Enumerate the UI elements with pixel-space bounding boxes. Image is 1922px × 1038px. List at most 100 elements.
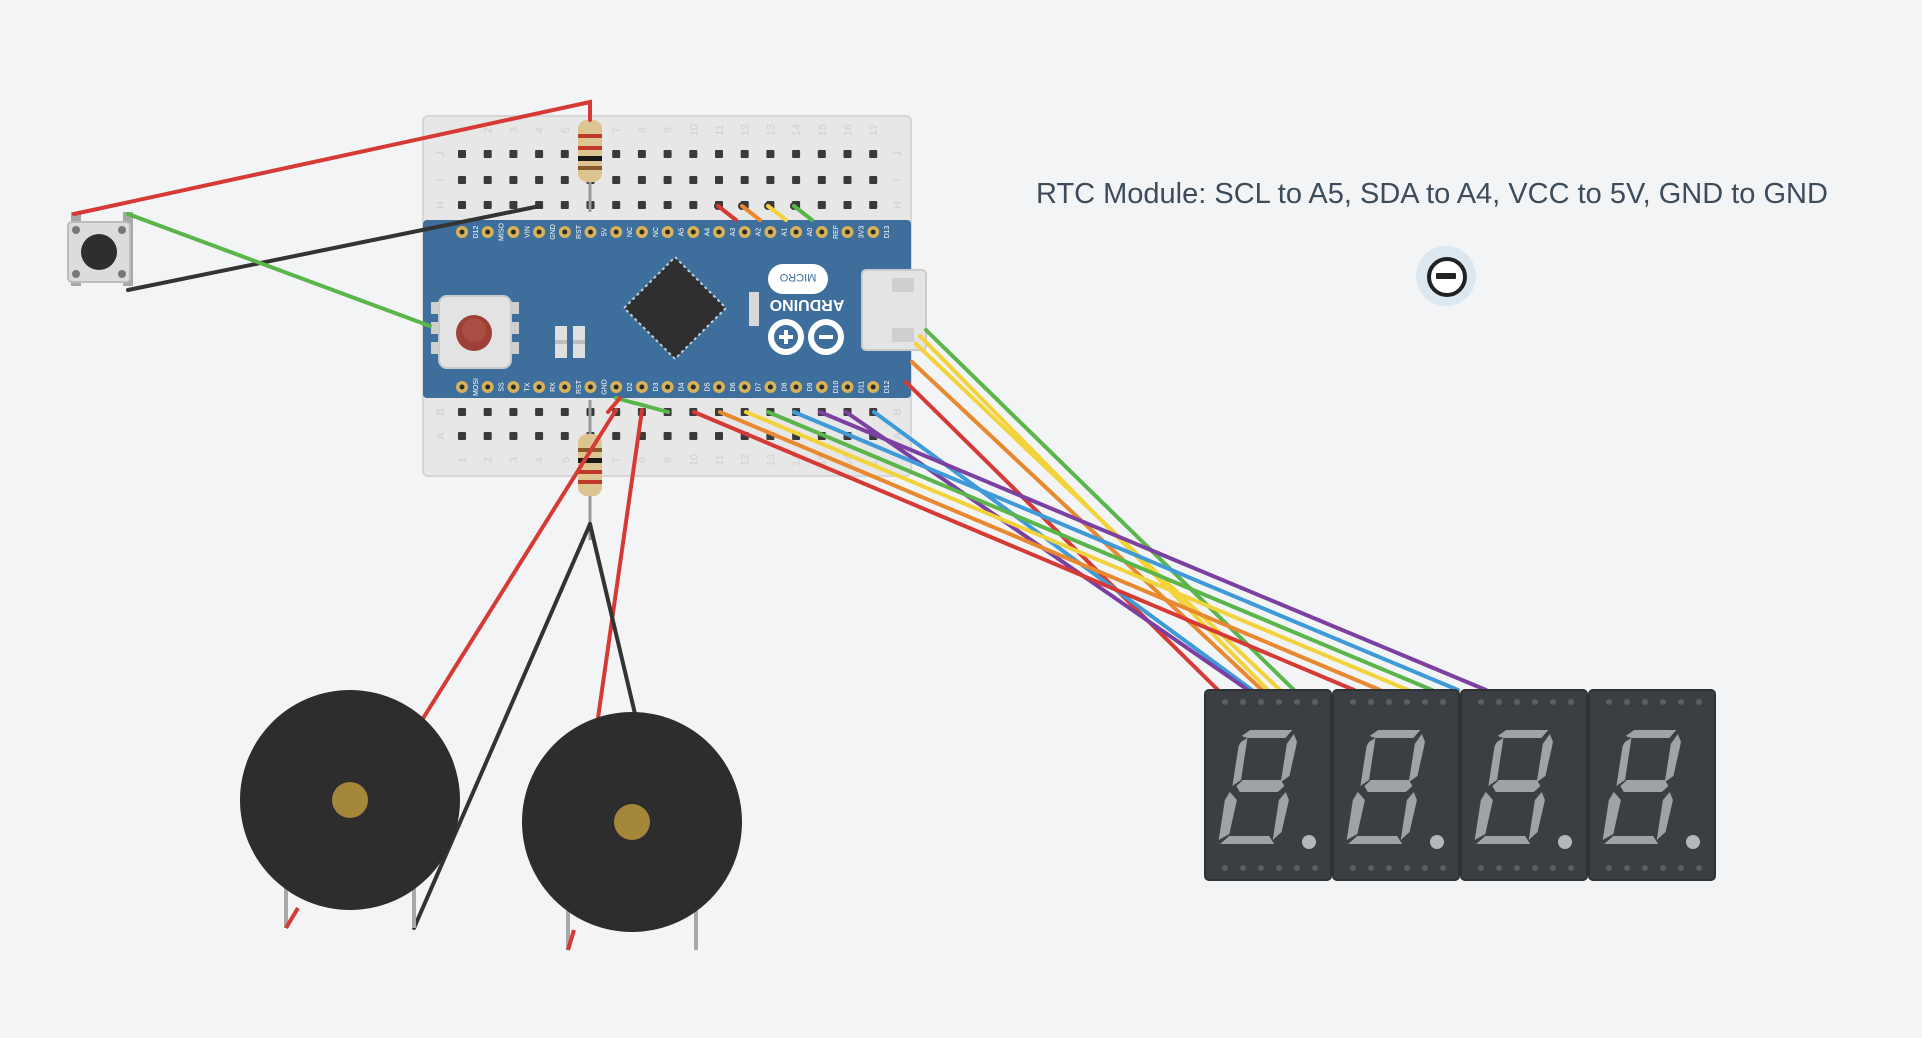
breadboard-hole[interactable] xyxy=(663,201,672,209)
breadboard-hole[interactable] xyxy=(715,432,723,440)
column-number-top: 3 xyxy=(508,127,520,133)
wire-red-buzzer1[interactable] xyxy=(420,408,618,722)
breadboard-hole[interactable] xyxy=(663,150,672,158)
wire-yellow-ref[interactable] xyxy=(766,204,788,222)
breadboard-hole[interactable] xyxy=(458,408,466,416)
breadboard-hole[interactable] xyxy=(817,176,826,184)
breadboard-hole[interactable] xyxy=(483,408,492,416)
breadboard-hole[interactable] xyxy=(766,176,775,184)
breadboard-hole[interactable] xyxy=(560,408,569,416)
breadboard-hole[interactable] xyxy=(843,201,852,209)
minus-circle-icon[interactable] xyxy=(1416,246,1476,306)
breadboard-hole[interactable] xyxy=(689,176,698,184)
wire-orange-a0[interactable] xyxy=(740,204,762,222)
bottom-pin-label: D8 xyxy=(781,382,788,391)
breadboard-hole[interactable] xyxy=(663,432,672,440)
pin-hole xyxy=(716,229,722,235)
breadboard-hole[interactable] xyxy=(715,150,723,158)
breadboard-hole[interactable] xyxy=(483,176,492,184)
wire-orange-seg2[interactable] xyxy=(718,410,1382,692)
breadboard-hole[interactable] xyxy=(792,150,801,158)
breadboard-hole[interactable] xyxy=(869,201,878,209)
breadboard-hole[interactable] xyxy=(509,432,518,440)
wire-blue-seg2[interactable] xyxy=(792,410,1460,692)
breadboard-hole[interactable] xyxy=(483,432,492,440)
piezo-buzzer-1[interactable] xyxy=(240,690,460,930)
wire-blue-seg1[interactable] xyxy=(872,410,1254,692)
breadboard-hole[interactable] xyxy=(458,201,466,209)
reset-button[interactable] xyxy=(431,295,519,369)
breadboard-hole[interactable] xyxy=(843,176,852,184)
breadboard-hole[interactable] xyxy=(663,176,672,184)
breadboard-hole[interactable] xyxy=(792,176,801,184)
wire-yellow-seg2[interactable] xyxy=(918,334,1270,692)
wire-yellow-seg3[interactable] xyxy=(744,410,1410,692)
pin-hole xyxy=(665,229,671,235)
wire-orange-seg1[interactable] xyxy=(910,360,1264,692)
breadboard-hole[interactable] xyxy=(509,201,518,209)
breadboard-hole[interactable] xyxy=(637,201,646,209)
column-number-top: 17 xyxy=(868,124,880,136)
breadboard-hole[interactable] xyxy=(612,150,621,158)
breadboard-hole[interactable] xyxy=(817,201,826,209)
wire-green-d3[interactable] xyxy=(614,396,670,414)
decimal-point xyxy=(1558,835,1572,849)
bottom-pin-label: D2 xyxy=(627,382,634,391)
breadboard-hole[interactable] xyxy=(637,176,646,184)
breadboard-hole[interactable] xyxy=(458,150,466,158)
pushbutton[interactable] xyxy=(67,212,133,286)
breadboard-hole[interactable] xyxy=(560,150,569,158)
breadboard-hole[interactable] xyxy=(869,176,878,184)
wire-black-buzzer1[interactable] xyxy=(412,522,592,930)
wire-red-button[interactable] xyxy=(72,99,592,216)
piezo-buzzer-2[interactable] xyxy=(522,712,742,951)
bottom-pin-label: D4 xyxy=(679,382,686,391)
breadboard-hole[interactable] xyxy=(689,150,698,158)
breadboard-hole[interactable] xyxy=(509,150,518,158)
wire-black-buzzer2[interactable] xyxy=(588,522,638,720)
wire-red-buzzer2[interactable] xyxy=(596,408,644,720)
breadboard-hole[interactable] xyxy=(509,176,518,184)
breadboard-hole[interactable] xyxy=(483,201,492,209)
breadboard-hole[interactable] xyxy=(715,176,723,184)
breadboard-hole[interactable] xyxy=(740,176,749,184)
wire-red-d2[interactable] xyxy=(606,396,622,414)
wire-green-3v3[interactable] xyxy=(792,204,814,222)
breadboard-hole[interactable] xyxy=(869,150,878,158)
wire-red-seg2[interactable] xyxy=(692,410,1356,692)
display-pin xyxy=(1386,865,1392,871)
breadboard-hole[interactable] xyxy=(612,201,621,209)
breadboard-hole[interactable] xyxy=(535,432,544,440)
breadboard-hole[interactable] xyxy=(458,432,466,440)
breadboard-hole[interactable] xyxy=(612,176,621,184)
breadboard-hole[interactable] xyxy=(535,408,544,416)
breadboard-hole[interactable] xyxy=(458,176,466,184)
breadboard-hole[interactable] xyxy=(843,150,852,158)
breadboard-hole[interactable] xyxy=(689,432,698,440)
breadboard-hole[interactable] xyxy=(560,432,569,440)
segment-f xyxy=(1360,738,1376,786)
breadboard-hole[interactable] xyxy=(612,432,621,440)
breadboard-hole[interactable] xyxy=(483,150,492,158)
display-pin xyxy=(1496,865,1502,871)
wire-purple-seg2[interactable] xyxy=(818,410,1488,692)
breadboard-hole[interactable] xyxy=(689,201,698,209)
wire-red-a1[interactable] xyxy=(716,204,738,222)
breadboard-hole[interactable] xyxy=(766,150,775,158)
breadboard-hole[interactable] xyxy=(560,201,569,209)
wire-black-button[interactable] xyxy=(126,204,542,292)
breadboard-hole[interactable] xyxy=(637,150,646,158)
breadboard-hole[interactable] xyxy=(535,150,544,158)
breadboard-hole[interactable] xyxy=(560,176,569,184)
wire-green-button[interactable] xyxy=(126,212,432,328)
pin-hole xyxy=(767,229,773,235)
breadboard-hole[interactable] xyxy=(535,176,544,184)
breadboard-hole[interactable] xyxy=(817,150,826,158)
wire-green-seg2[interactable] xyxy=(766,410,1434,692)
breadboard-hole[interactable] xyxy=(509,408,518,416)
wires[interactable] xyxy=(72,99,1488,930)
breadboard-hole[interactable] xyxy=(740,150,749,158)
seven-segment-display[interactable] xyxy=(1204,689,1716,881)
